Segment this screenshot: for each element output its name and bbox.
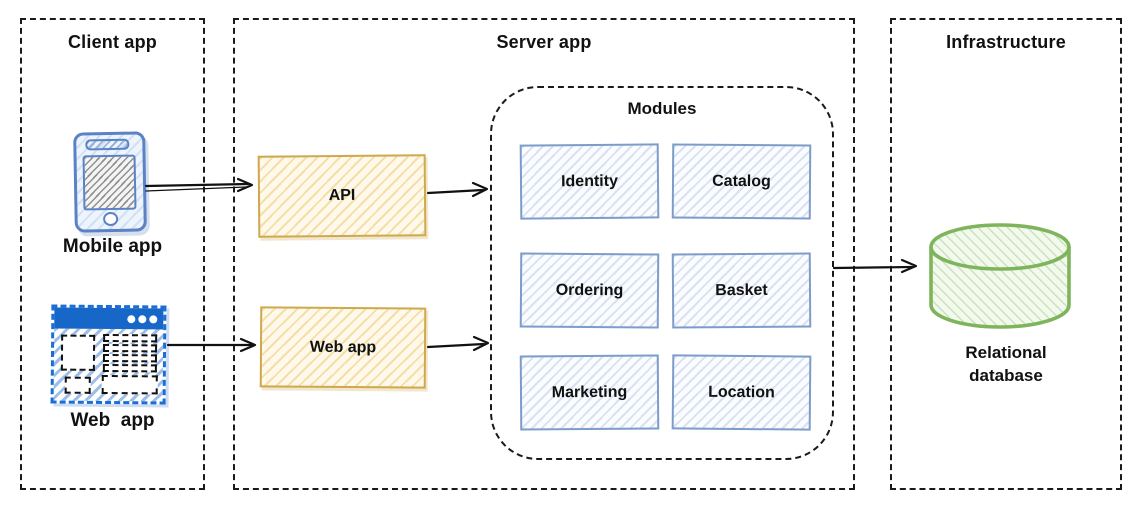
module-label: Marketing <box>551 383 628 401</box>
browser-content-block <box>64 376 91 394</box>
module-label: Location <box>708 383 775 401</box>
module-basket: Basket <box>671 252 812 329</box>
infrastructure-title: Infrastructure <box>946 32 1066 52</box>
api-node: API <box>257 154 427 238</box>
module-label: Identity <box>560 172 619 190</box>
module-marketing: Marketing <box>519 354 660 431</box>
module-label: Ordering <box>555 281 624 299</box>
browser-content-block <box>101 374 158 395</box>
browser-dot-icon <box>138 315 147 324</box>
module-catalog: Catalog <box>671 143 812 220</box>
phone-screen <box>82 154 137 211</box>
client-app-panel: Client app Mobile app Web app <box>20 18 205 490</box>
module-location: Location <box>671 354 812 431</box>
module-label: Basket <box>715 281 768 299</box>
modules-title: Modules <box>627 99 697 118</box>
browser-text-line <box>102 353 158 363</box>
browser-text-line <box>103 333 158 343</box>
server-app-panel: Server app API Web app Modules Identity … <box>233 18 855 490</box>
browser-dot-icon <box>127 315 136 324</box>
browser-text-line <box>102 363 157 373</box>
database-label: Relational database <box>965 343 1047 385</box>
mobile-app-label: Mobile app <box>62 236 163 257</box>
browser-content-block <box>60 334 96 371</box>
client-app-title: Client app <box>67 32 157 52</box>
module-label: Catalog <box>712 172 771 190</box>
module-ordering: Ordering <box>519 252 660 329</box>
phone-home-button-icon <box>103 211 119 227</box>
infrastructure-panel: Infrastructure Relational database <box>890 18 1122 490</box>
database-cylinder-icon <box>929 223 1071 329</box>
browser-text-line <box>103 343 158 353</box>
browser-content <box>53 328 164 402</box>
mobile-app-icon <box>73 131 147 233</box>
web-app-icon <box>50 304 167 405</box>
module-identity: Identity <box>519 143 660 220</box>
web-app-client-label: Web app <box>70 410 155 431</box>
web-app-server-label: Web app <box>309 338 377 356</box>
server-app-title: Server app <box>496 32 592 52</box>
api-node-label: API <box>328 186 356 205</box>
modules-container: Modules Identity Catalog Ordering Basket… <box>490 86 834 460</box>
browser-dot-icon <box>149 315 158 324</box>
browser-titlebar <box>54 307 164 330</box>
phone-speaker-icon <box>85 138 130 151</box>
web-app-server-node: Web app <box>259 306 427 389</box>
